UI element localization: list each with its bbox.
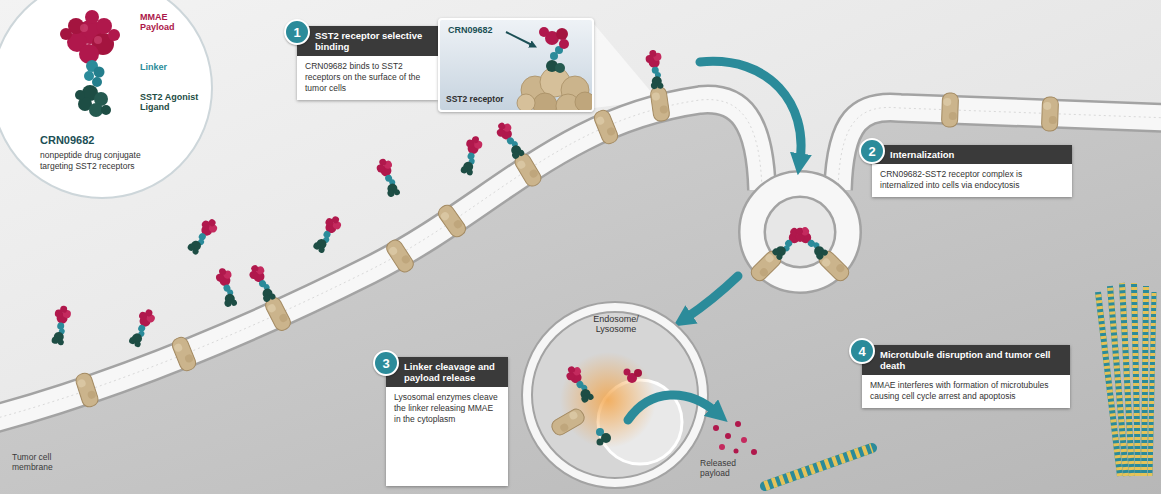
step-heading: Linker cleavage and payload release [386,357,508,387]
drug-conjugate [493,119,527,161]
step-number: 4 [849,338,875,364]
step-box: SST2 receptor selective bindingCRN09682 … [297,26,438,100]
drug-conjugate [50,304,73,346]
pointer-arrow [506,32,532,45]
process-arrow [700,61,801,160]
drug-conjugates [50,49,666,349]
microtubule [1150,292,1154,476]
step-heading: SST2 receptor selective binding [297,26,438,56]
payload-molecule [60,10,120,64]
step-number: 3 [373,350,399,376]
receptor [592,108,620,146]
ligand-molecule [75,85,111,117]
receptor [74,371,100,408]
drug-conjugate [126,306,157,349]
drug-conjugate [246,262,278,304]
step-heading: Microtubule disruption and tumor cell de… [862,345,1070,375]
released-payload-dots [713,421,757,455]
microtubule [1144,286,1146,476]
microtubule [1134,283,1138,476]
step-number: 2 [859,138,885,164]
drug-conjugate [185,215,221,257]
payload-dot [735,421,741,427]
microtubule-stripes [1150,292,1154,476]
microtubule [765,448,872,486]
key-circle [0,0,212,198]
ligand-label: SST2 Agonist Ligand [140,92,202,113]
microtubule-stripes [765,448,872,486]
drug-name: CRN09682 [40,134,94,147]
drug-conjugate [563,363,597,405]
callout-number: 1 [293,26,300,39]
microtubule-stripes [1134,283,1138,476]
receptor [549,407,586,438]
payload-dot [719,444,725,450]
step-box: Linker cleavage and payload releaseLysos… [386,357,508,486]
payload-dot [713,425,719,431]
bound-conjugate [539,27,569,73]
receptor [436,202,469,239]
linker-molecule [84,60,105,87]
receptor-large [517,67,594,112]
drug-conjugate [644,49,665,90]
microtubule-stripes [1144,286,1146,476]
compartment-label: Endosome/ Lysosome [588,314,644,335]
step-heading: Internalization [872,145,1072,164]
cleaved-linker [596,428,611,446]
payload-dot [741,437,747,443]
vesicle [748,184,851,284]
process-arrows [686,61,801,318]
process-arrow [628,395,716,420]
microtubule-stripes [1110,286,1126,476]
microtubule-rod [765,448,872,486]
step-description: Lysosomal enzymes cleave the linker rele… [386,387,508,486]
step-description: MMAE interferes with formation of microt… [862,375,1070,408]
drug-conjugate [374,156,403,199]
receptor [1041,97,1058,132]
step-description: CRN09682 binds to SST2 receptors on the … [297,56,438,100]
drug-conjugate [311,213,345,255]
microtubule-bundle [1098,283,1154,476]
callout-number: 2 [868,145,875,158]
payload-dot [725,433,731,439]
callout-number: 4 [858,345,865,358]
zoom-wedge [594,24,658,108]
step-number: 1 [284,19,310,45]
callout-number: 3 [382,357,389,370]
membrane-label: Tumor cell membrane [12,452,76,472]
step-box: Microtubule disruption and tumor cell de… [862,345,1070,408]
payload-label: MMAE Payload [140,12,192,33]
receptor [650,86,671,122]
endosome-circle: Endosome/ Lysosome [520,300,710,490]
step-description: CRN09682-SST2 receptor complex is intern… [872,164,1072,197]
payload-dot [751,449,757,455]
drug-conjugate [214,266,240,308]
receptor [941,93,958,128]
receptor [170,335,198,373]
step-box: InternalizationCRN09682-SST2 receptor co… [872,145,1072,197]
linker-label: Linker [140,62,200,72]
callout-label: Released payload [700,458,754,478]
drug-name: CRN09682 [448,25,493,36]
drug-conjugate [458,134,484,176]
drug-conjugate [791,223,830,262]
drug-description: nonpeptide drug conjugate targeting SST2… [40,150,160,171]
freed-payload [624,369,643,384]
microtubule [1122,283,1132,476]
microtubule-stripes [1122,283,1132,476]
receptor-label: SST2 receptor [446,94,504,104]
process-arrow [686,276,738,318]
conjugate-key-circle: MMAE PayloadLinkerSST2 Agonist LigandCRN… [0,0,214,200]
binding-inset: CRN09682SST2 receptor [438,18,594,112]
receptor [384,237,416,274]
payload-dot [734,449,739,454]
